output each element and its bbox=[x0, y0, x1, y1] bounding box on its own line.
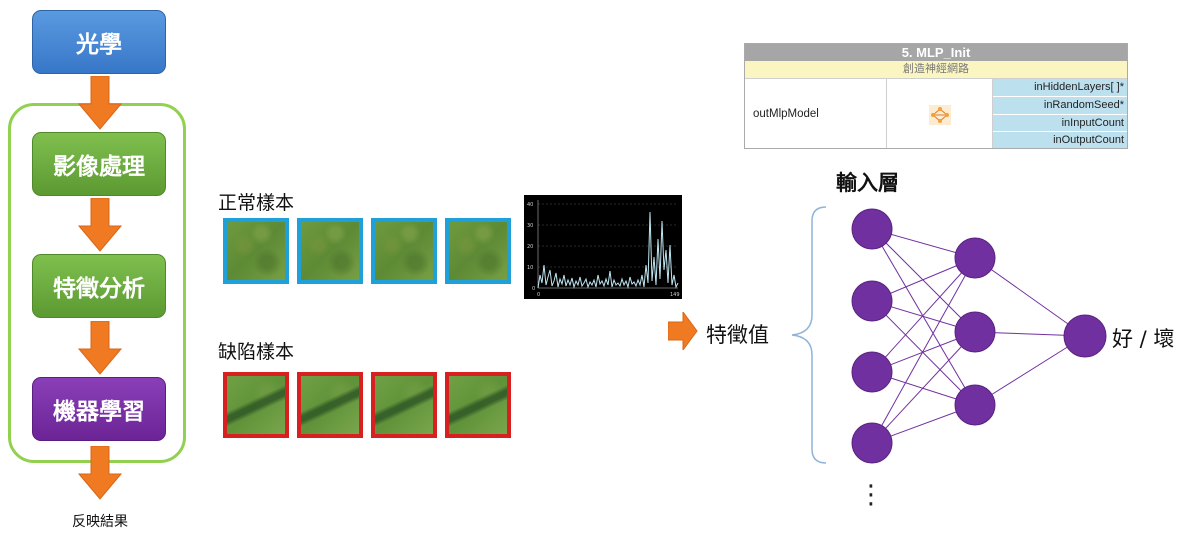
mlp-node-title: 5. MLP_Init bbox=[745, 44, 1127, 61]
histogram-plot: 40 30 20 10 0 0 149 bbox=[527, 200, 680, 298]
arrow-down-icon bbox=[78, 76, 122, 130]
input-neuron bbox=[851, 351, 893, 393]
normal-sample-image bbox=[223, 218, 289, 284]
flow-step-optics-label: 光學 bbox=[76, 32, 122, 58]
hist-ytick: 40 bbox=[527, 202, 533, 208]
mlp-init-node[interactable]: 5. MLP_Init 創造神經網路 outMlpModel inHiddenL… bbox=[744, 43, 1128, 149]
flow-step-machine-learning: 機器學習 bbox=[32, 377, 166, 441]
arrow-down-icon bbox=[78, 198, 122, 252]
normal-sample-image bbox=[371, 218, 437, 284]
mlp-param-input-count[interactable]: inInputCount bbox=[993, 114, 1127, 133]
arrow-down-icon bbox=[78, 446, 122, 500]
arrow-down-icon bbox=[78, 321, 122, 375]
hist-ytick: 30 bbox=[527, 223, 533, 229]
normal-sample-label: 正常樣本 bbox=[218, 192, 295, 214]
normal-sample-image bbox=[445, 218, 511, 284]
output-good-bad-label: 好 / 壞 bbox=[1112, 327, 1175, 351]
neural-network-diagram bbox=[851, 208, 1107, 464]
histogram-thumbnail: 40 30 20 10 0 0 149 bbox=[524, 195, 682, 299]
hidden-neuron bbox=[954, 311, 996, 353]
flow-step-image-processing: 影像處理 bbox=[32, 132, 166, 196]
input-neuron bbox=[851, 280, 893, 322]
normal-sample-image bbox=[297, 218, 363, 284]
defect-sample-label: 缺陷樣本 bbox=[218, 341, 295, 363]
mlp-param-output-count[interactable]: inOutputCount bbox=[993, 132, 1127, 148]
hidden-neuron bbox=[954, 237, 996, 279]
flow-step-feature-analysis: 特徵分析 bbox=[32, 254, 166, 318]
input-neuron bbox=[851, 208, 893, 250]
arrow-right-icon bbox=[668, 312, 698, 350]
mlp-node-icon-cell bbox=[887, 79, 993, 148]
defect-sample-image bbox=[445, 372, 511, 438]
flow-step-image-processing-label: 影像處理 bbox=[53, 154, 145, 180]
output-neuron bbox=[1063, 314, 1107, 358]
hist-ytick: 0 bbox=[532, 286, 535, 292]
hist-ytick: 10 bbox=[527, 265, 533, 271]
input-neuron bbox=[851, 422, 893, 464]
hist-xtick: 0 bbox=[537, 292, 540, 298]
mlp-node-subtitle: 創造神經網路 bbox=[745, 61, 1127, 79]
input-brace bbox=[791, 206, 827, 464]
hidden-neuron bbox=[954, 384, 996, 426]
network-icon bbox=[929, 105, 951, 125]
defect-sample-image bbox=[371, 372, 437, 438]
flow-step-feature-analysis-label: 特徵分析 bbox=[53, 276, 145, 302]
input-layer-label: 輸入層 bbox=[836, 171, 899, 195]
mlp-param-hidden-layers[interactable]: inHiddenLayers[ ]* bbox=[993, 79, 1127, 97]
mlp-node-input-ports: inHiddenLayers[ ]* inRandomSeed* inInput… bbox=[993, 79, 1127, 148]
defect-sample-image bbox=[297, 372, 363, 438]
flow-result-label: 反映結果 bbox=[72, 514, 128, 530]
more-neurons-ellipsis: ⋮ bbox=[858, 480, 884, 510]
flow-step-optics: 光學 bbox=[32, 10, 166, 74]
hist-ytick: 20 bbox=[527, 244, 533, 250]
feature-value-label: 特徵值 bbox=[706, 323, 769, 347]
mlp-param-random-seed[interactable]: inRandomSeed* bbox=[993, 96, 1127, 115]
defect-sample-image bbox=[223, 372, 289, 438]
flow-step-machine-learning-label: 機器學習 bbox=[53, 399, 145, 425]
mlp-node-output-port[interactable]: outMlpModel bbox=[745, 79, 887, 148]
hist-xtick: 149 bbox=[670, 292, 680, 298]
